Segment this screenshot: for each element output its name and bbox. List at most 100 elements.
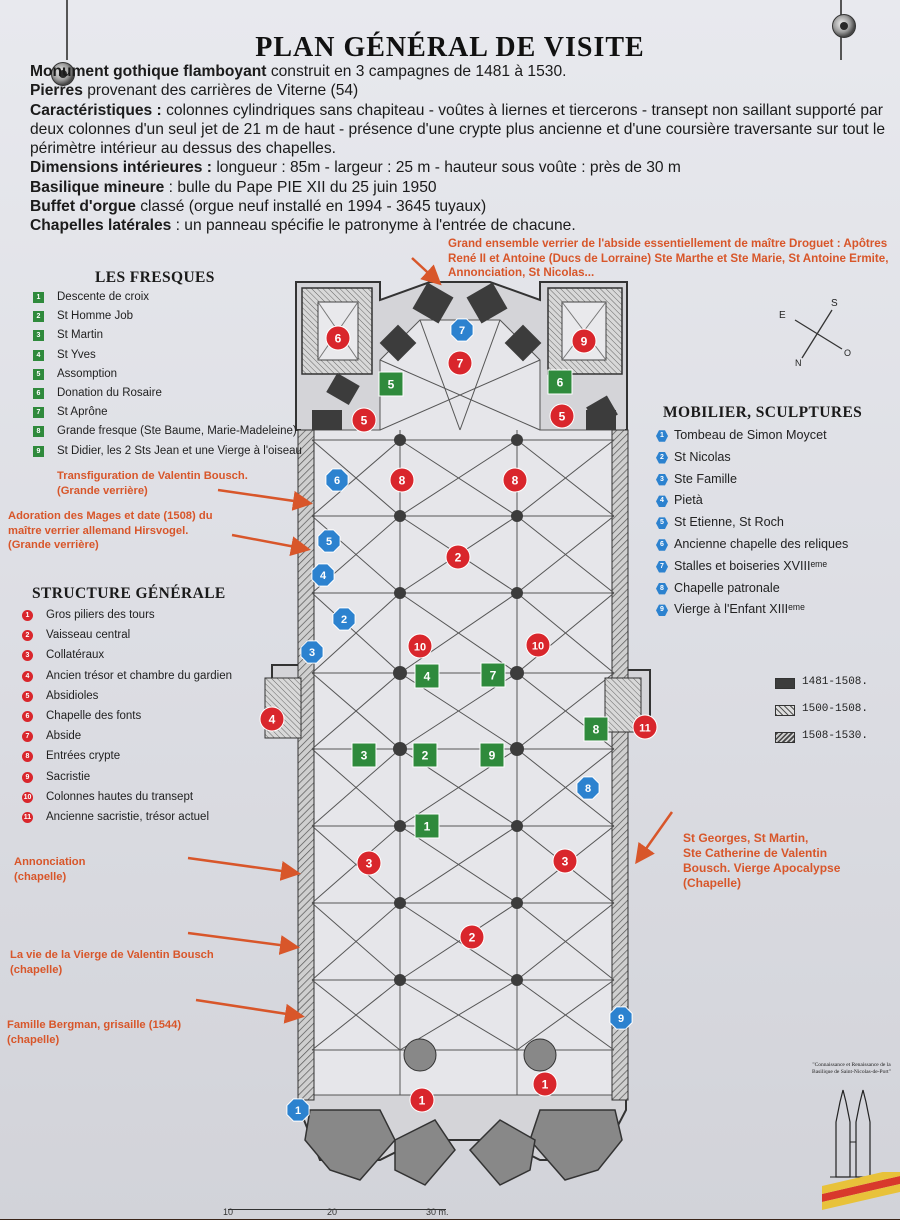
mobilier-marker: 2: [332, 607, 356, 631]
structure-marker: 11: [632, 714, 658, 740]
intro-line: Monument gothique flamboyant construit e…: [30, 63, 567, 80]
fresque-marker-icon: 3: [33, 330, 44, 342]
transfiguration-note: Transfiguration de Valentin Bousch. (Gra…: [57, 470, 248, 497]
structure-marker: 6: [325, 325, 351, 351]
svg-text:3: 3: [361, 749, 368, 763]
fresque-marker-icon: 8: [33, 426, 44, 438]
structure-marker: 9: [571, 328, 597, 354]
fresque-marker: 1: [414, 813, 440, 839]
date-swatch-cross-hatched: [775, 732, 795, 743]
structure-marker-icon: 3: [22, 650, 33, 662]
svg-text:9: 9: [618, 1013, 624, 1025]
svg-text:7: 7: [490, 669, 497, 683]
structure-marker-icon: 10: [22, 791, 33, 803]
fresque-marker: 5: [378, 371, 404, 397]
svg-text:11: 11: [639, 723, 651, 735]
scale-label: 30 m.: [426, 1207, 449, 1217]
scale-bar: [228, 1209, 446, 1210]
fresque-marker-icon: 9: [33, 445, 44, 457]
structure-title: STRUCTURE GÉNÉRALE: [32, 585, 226, 602]
hanging-wire: [66, 0, 68, 60]
svg-text:6: 6: [557, 376, 564, 390]
svg-text:4: 4: [424, 670, 431, 684]
screw-icon: [832, 14, 856, 38]
screw-icon: [51, 62, 75, 86]
svg-text:5: 5: [326, 536, 332, 548]
bergman-note: Famille Bergman, grisaille (1544) (chape…: [7, 1019, 182, 1046]
svg-text:1: 1: [424, 820, 431, 834]
mobilier-marker-icon: 7: [656, 561, 668, 573]
mobilier-marker-icon: 1: [656, 430, 668, 442]
structure-marker: 2: [459, 924, 485, 950]
scale-label: 10: [223, 1207, 234, 1217]
fresque-label: Assomption: [57, 367, 118, 380]
mobilier-label: Pietà: [674, 493, 703, 508]
fresque-label: St Yves: [57, 348, 96, 361]
fresque-marker-icon: 6: [33, 387, 44, 399]
structure-marker-icon: 9: [22, 771, 33, 783]
mobilier-marker: 7: [450, 318, 474, 342]
structure-label: Gros piliers des tours: [46, 609, 155, 621]
fresque-marker-icon: 5: [33, 368, 44, 380]
svg-text:2: 2: [455, 551, 462, 565]
basilica-logo: [830, 1089, 876, 1178]
structure-marker: 5: [351, 407, 377, 433]
svg-text:1: 1: [419, 1094, 426, 1108]
svg-text:8: 8: [593, 723, 600, 737]
compass-icon: [794, 309, 843, 359]
structure-label: Ancien trésor et chambre du gardien: [46, 669, 233, 682]
mobilier-marker-icon: 2: [656, 452, 668, 464]
structure-marker: 3: [356, 850, 382, 876]
structure-marker-icon: 6: [22, 710, 33, 722]
structure-label: Vaisseau central: [46, 629, 131, 642]
structure-label: Chapelle des fonts: [46, 709, 142, 722]
structure-label: Collatéraux: [46, 649, 105, 662]
fresque-marker: 3: [351, 742, 377, 768]
fresque-label: St Martin: [57, 329, 104, 342]
structure-marker-icon: 7: [22, 731, 33, 743]
page-title: PLAN GÉNÉRAL DE VISITE: [255, 32, 645, 63]
svg-text:6: 6: [335, 332, 342, 346]
mobilier-label: St Etienne, St Roch: [674, 515, 784, 530]
apse-windows-note: Grand ensemble verrier de l'abside essen…: [448, 237, 889, 279]
structure-marker: 8: [502, 467, 528, 493]
mobilier-label: Ancienne chapelle des reliques: [674, 536, 849, 551]
fresques-title: LES FRESQUES: [95, 269, 215, 286]
fresque-marker-icon: 1: [33, 292, 44, 303]
structure-marker: 5: [549, 403, 575, 429]
svg-text:2: 2: [341, 614, 347, 626]
intro-line: Chapelles latérales : un panneau spécifi…: [30, 217, 576, 235]
svg-text:9: 9: [489, 749, 496, 763]
svg-text:8: 8: [399, 474, 406, 488]
compass-south-label: S: [831, 298, 838, 309]
vie-vierge-note: La vie de la Vierge de Valentin Bousch (…: [10, 949, 214, 976]
fresque-label: St Didier, les 2 Sts Jean et une Vierge …: [57, 444, 302, 457]
mobilier-marker-icon: 9: [656, 604, 668, 617]
mobilier-marker-icon: 8: [656, 582, 668, 595]
adoration-note: Adoration des Mages et date (1508) du ma…: [8, 510, 213, 551]
structure-marker: 1: [532, 1071, 558, 1097]
intro-line: Buffet d'orgue classé (orgue neuf instal…: [30, 198, 487, 216]
mobilier-marker: 8: [576, 776, 600, 800]
fresque-label: Donation du Rosaire: [57, 386, 162, 399]
structure-marker: 8: [389, 467, 415, 493]
fresque-label: Descente de croix: [57, 291, 150, 303]
mobilier-label: Stalles et boiseries XVIIIᵉᵐᵉ: [674, 558, 828, 573]
mobilier-label: Chapelle patronale: [674, 580, 780, 595]
fresque-label: Grande fresque (Ste Baume, Marie-Madelei…: [57, 425, 297, 438]
credit-text: "Connaissance et Renaissance de la Basil…: [812, 1062, 891, 1075]
structure-marker-icon: 2: [22, 630, 33, 642]
fresque-label: St Aprône: [57, 406, 108, 419]
structure-label: Abside: [46, 730, 82, 743]
structure-label: Colonnes hautes du transept: [46, 790, 194, 803]
structure-label: Entrées crypte: [46, 750, 121, 763]
structure-marker: 2: [445, 544, 471, 570]
compass-west-label: O: [844, 348, 852, 358]
lorraine-ribbon-logo: [822, 1172, 900, 1210]
mobilier-marker: 1: [286, 1098, 310, 1122]
fresque-marker: 9: [479, 742, 505, 768]
svg-text:8: 8: [585, 783, 591, 795]
intro-text: Monument gothique flamboyant construit e…: [30, 62, 895, 236]
